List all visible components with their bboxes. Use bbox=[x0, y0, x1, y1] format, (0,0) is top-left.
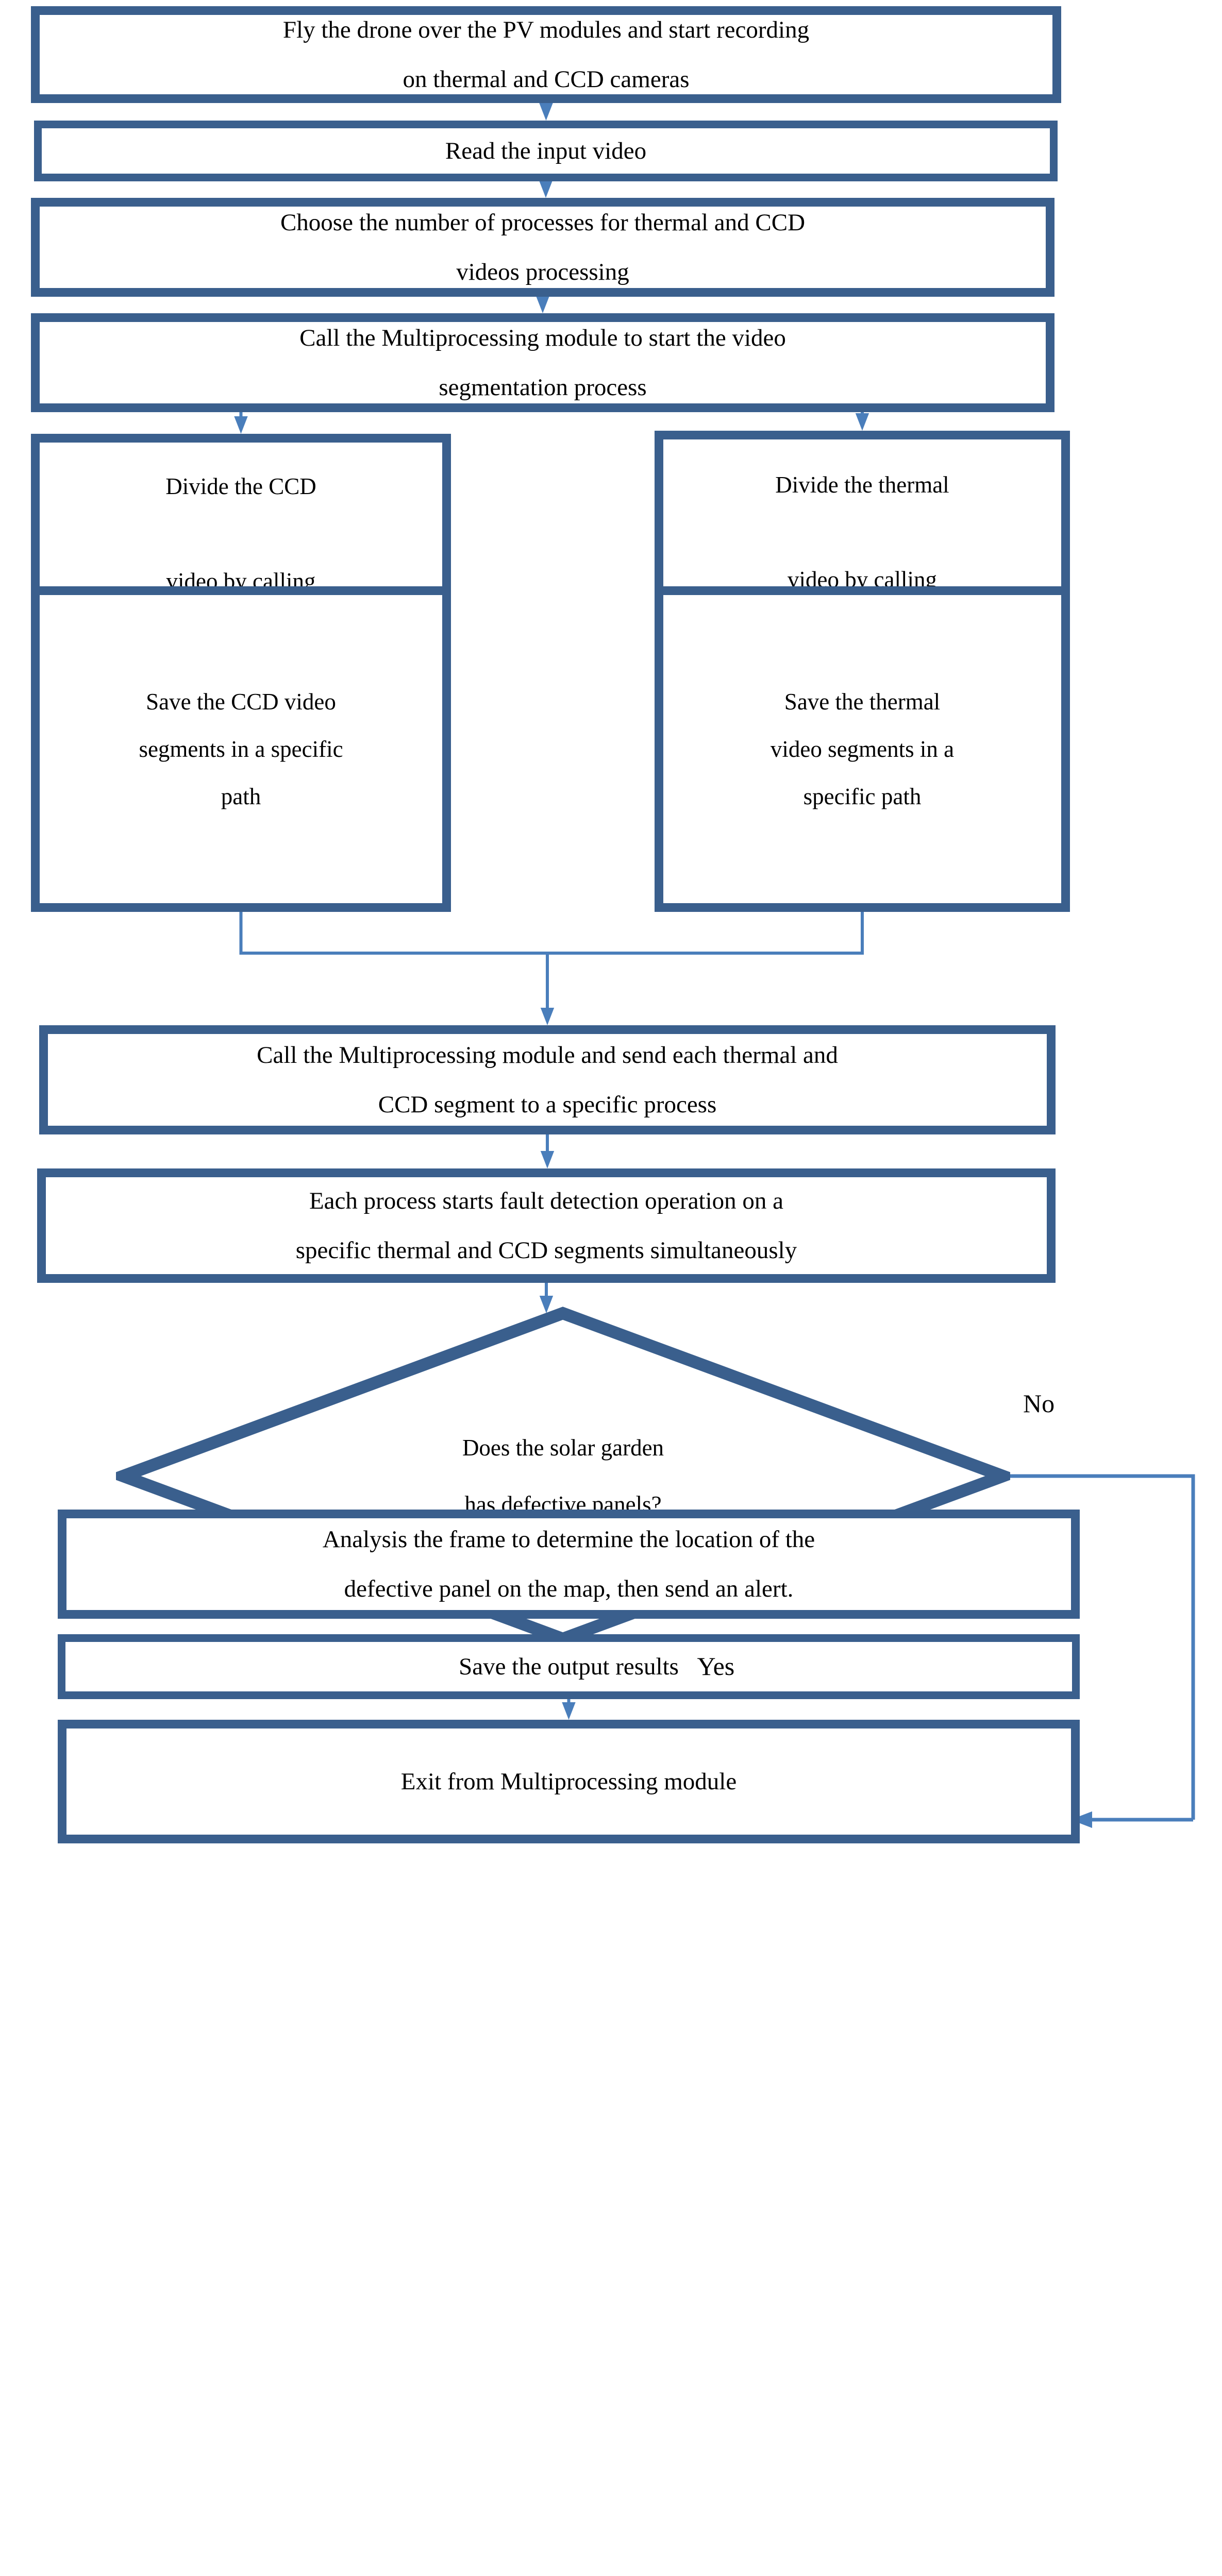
node-label: Save the CCD video segments in a specifi… bbox=[139, 688, 343, 810]
node-label: Call the Multiprocessing module to start… bbox=[299, 324, 786, 401]
node-choose-processes[interactable]: Choose the number of processes for therm… bbox=[31, 198, 1054, 297]
edge-label-no: No bbox=[1023, 1389, 1055, 1418]
node-save-thermal-segments[interactable]: Save the thermal video segments in a spe… bbox=[655, 586, 1070, 912]
node-save-output-results[interactable]: Save the output results bbox=[58, 1634, 1080, 1699]
node-label: Analysis the frame to determine the loca… bbox=[322, 1526, 815, 1602]
edge-merge-to-dispatch bbox=[239, 912, 864, 1025]
edge-saveoutput-to-exit bbox=[562, 1699, 576, 1720]
node-save-ccd-segments[interactable]: Save the CCD video segments in a specifi… bbox=[31, 586, 451, 912]
edge-fly-to-read bbox=[539, 103, 553, 121]
node-label-line: Divide the CCD bbox=[165, 473, 316, 499]
node-label: Call the Multiprocessing module and send… bbox=[257, 1041, 838, 1118]
edge-read-to-choose bbox=[539, 180, 553, 198]
node-label: Save the thermal video segments in a spe… bbox=[770, 688, 955, 810]
node-label: Choose the number of processes for therm… bbox=[280, 209, 806, 285]
edge-dispatch-to-faultdetection bbox=[540, 1134, 555, 1168]
node-label: Fly the drone over the PV modules and st… bbox=[282, 16, 810, 93]
node-read-input-video[interactable]: Read the input video bbox=[34, 121, 1058, 181]
node-call-multiprocessing-dispatch[interactable]: Call the Multiprocessing module and send… bbox=[39, 1025, 1056, 1134]
node-exit-multiprocessing[interactable]: Exit from Multiprocessing module bbox=[58, 1720, 1080, 1843]
edge-label-yes: Yes bbox=[697, 1652, 735, 1681]
node-fault-detection[interactable]: Each process starts fault detection oper… bbox=[37, 1168, 1056, 1283]
node-call-multiprocessing-segmentation[interactable]: Call the Multiprocessing module to start… bbox=[31, 313, 1054, 412]
node-label: Read the input video bbox=[445, 137, 647, 164]
node-analysis-frame[interactable]: Analysis the frame to determine the loca… bbox=[58, 1510, 1080, 1619]
node-label-line: Divide the thermal bbox=[775, 471, 949, 498]
node-label: Each process starts fault detection oper… bbox=[295, 1187, 797, 1264]
edge-choose-to-callseg bbox=[535, 296, 550, 313]
node-label: Save the output results bbox=[459, 1653, 679, 1680]
node-fly-drone[interactable]: Fly the drone over the PV modules and st… bbox=[31, 6, 1061, 103]
node-label: Exit from Multiprocessing module bbox=[400, 1768, 737, 1795]
